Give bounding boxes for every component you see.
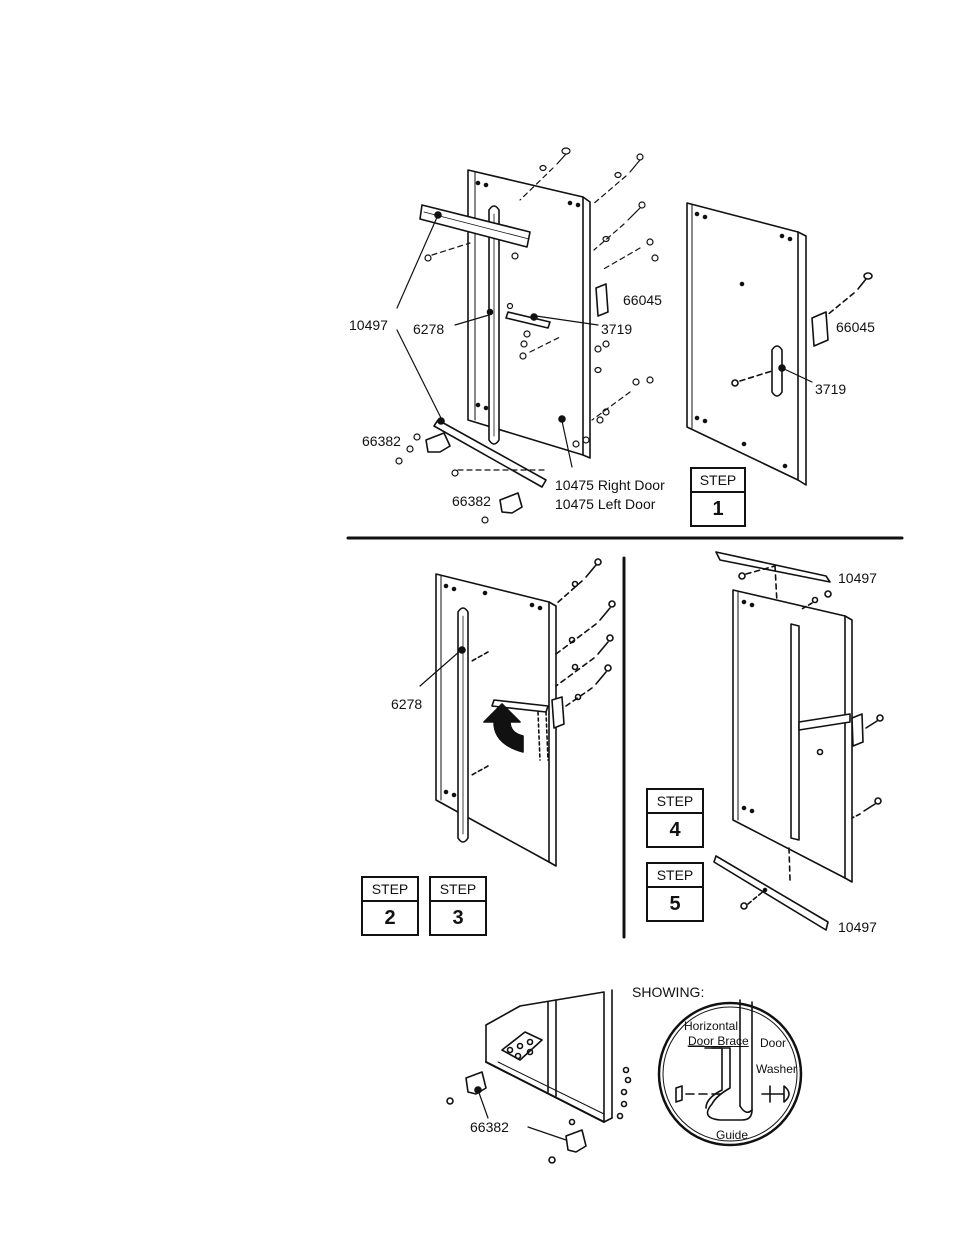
detail-door-corner bbox=[447, 990, 631, 1163]
showing-door-label: Door bbox=[760, 1037, 786, 1050]
part-label-right-door: 10475 Right Door bbox=[555, 477, 665, 493]
showing-door-brace-label: Door Brace bbox=[688, 1035, 749, 1048]
step-2-number: 2 bbox=[363, 902, 417, 934]
showing-title: SHOWING: bbox=[632, 984, 704, 1000]
part-label-66382-b: 66382 bbox=[452, 493, 491, 509]
part-label-3719: 3719 bbox=[601, 321, 632, 337]
step-1-box: STEP 1 bbox=[690, 467, 746, 527]
step-2-word: STEP bbox=[363, 878, 417, 902]
step-3-box: STEP 3 bbox=[429, 876, 487, 936]
step-5-number: 5 bbox=[648, 888, 702, 920]
step23-door bbox=[420, 559, 615, 866]
step-4-number: 4 bbox=[648, 814, 702, 846]
part-label-66045-right: 66045 bbox=[836, 319, 875, 335]
step-3-number: 3 bbox=[431, 902, 485, 934]
step-5-box: STEP 5 bbox=[646, 862, 704, 922]
step-5-word: STEP bbox=[648, 864, 702, 888]
step-3-word: STEP bbox=[431, 878, 485, 902]
part-label-10497-top: 10497 bbox=[838, 570, 877, 586]
part-label-66382: 66382 bbox=[362, 433, 401, 449]
step1-right-door bbox=[687, 203, 872, 485]
showing-horizontal-label: Horizontal bbox=[684, 1020, 738, 1033]
step-1-word: STEP bbox=[692, 469, 744, 493]
part-label-left-door: 10475 Left Door bbox=[555, 496, 655, 512]
part-label-3719-right: 3719 bbox=[815, 381, 846, 397]
showing-washer-label: Washer bbox=[756, 1063, 797, 1076]
showing-guide-label: Guide bbox=[716, 1129, 748, 1142]
step45-door bbox=[714, 552, 883, 930]
part-label-66382-detail: 66382 bbox=[470, 1119, 509, 1135]
part-label-66045: 66045 bbox=[623, 292, 662, 308]
part-label-10497: 10497 bbox=[349, 317, 388, 333]
part-label-10497-bottom: 10497 bbox=[838, 919, 877, 935]
step-1-number: 1 bbox=[692, 493, 744, 525]
step-4-box: STEP 4 bbox=[646, 788, 704, 848]
step-4-word: STEP bbox=[648, 790, 702, 814]
part-label-6278: 6278 bbox=[413, 321, 444, 337]
step-2-box: STEP 2 bbox=[361, 876, 419, 936]
part-label-6278-step2: 6278 bbox=[391, 696, 422, 712]
